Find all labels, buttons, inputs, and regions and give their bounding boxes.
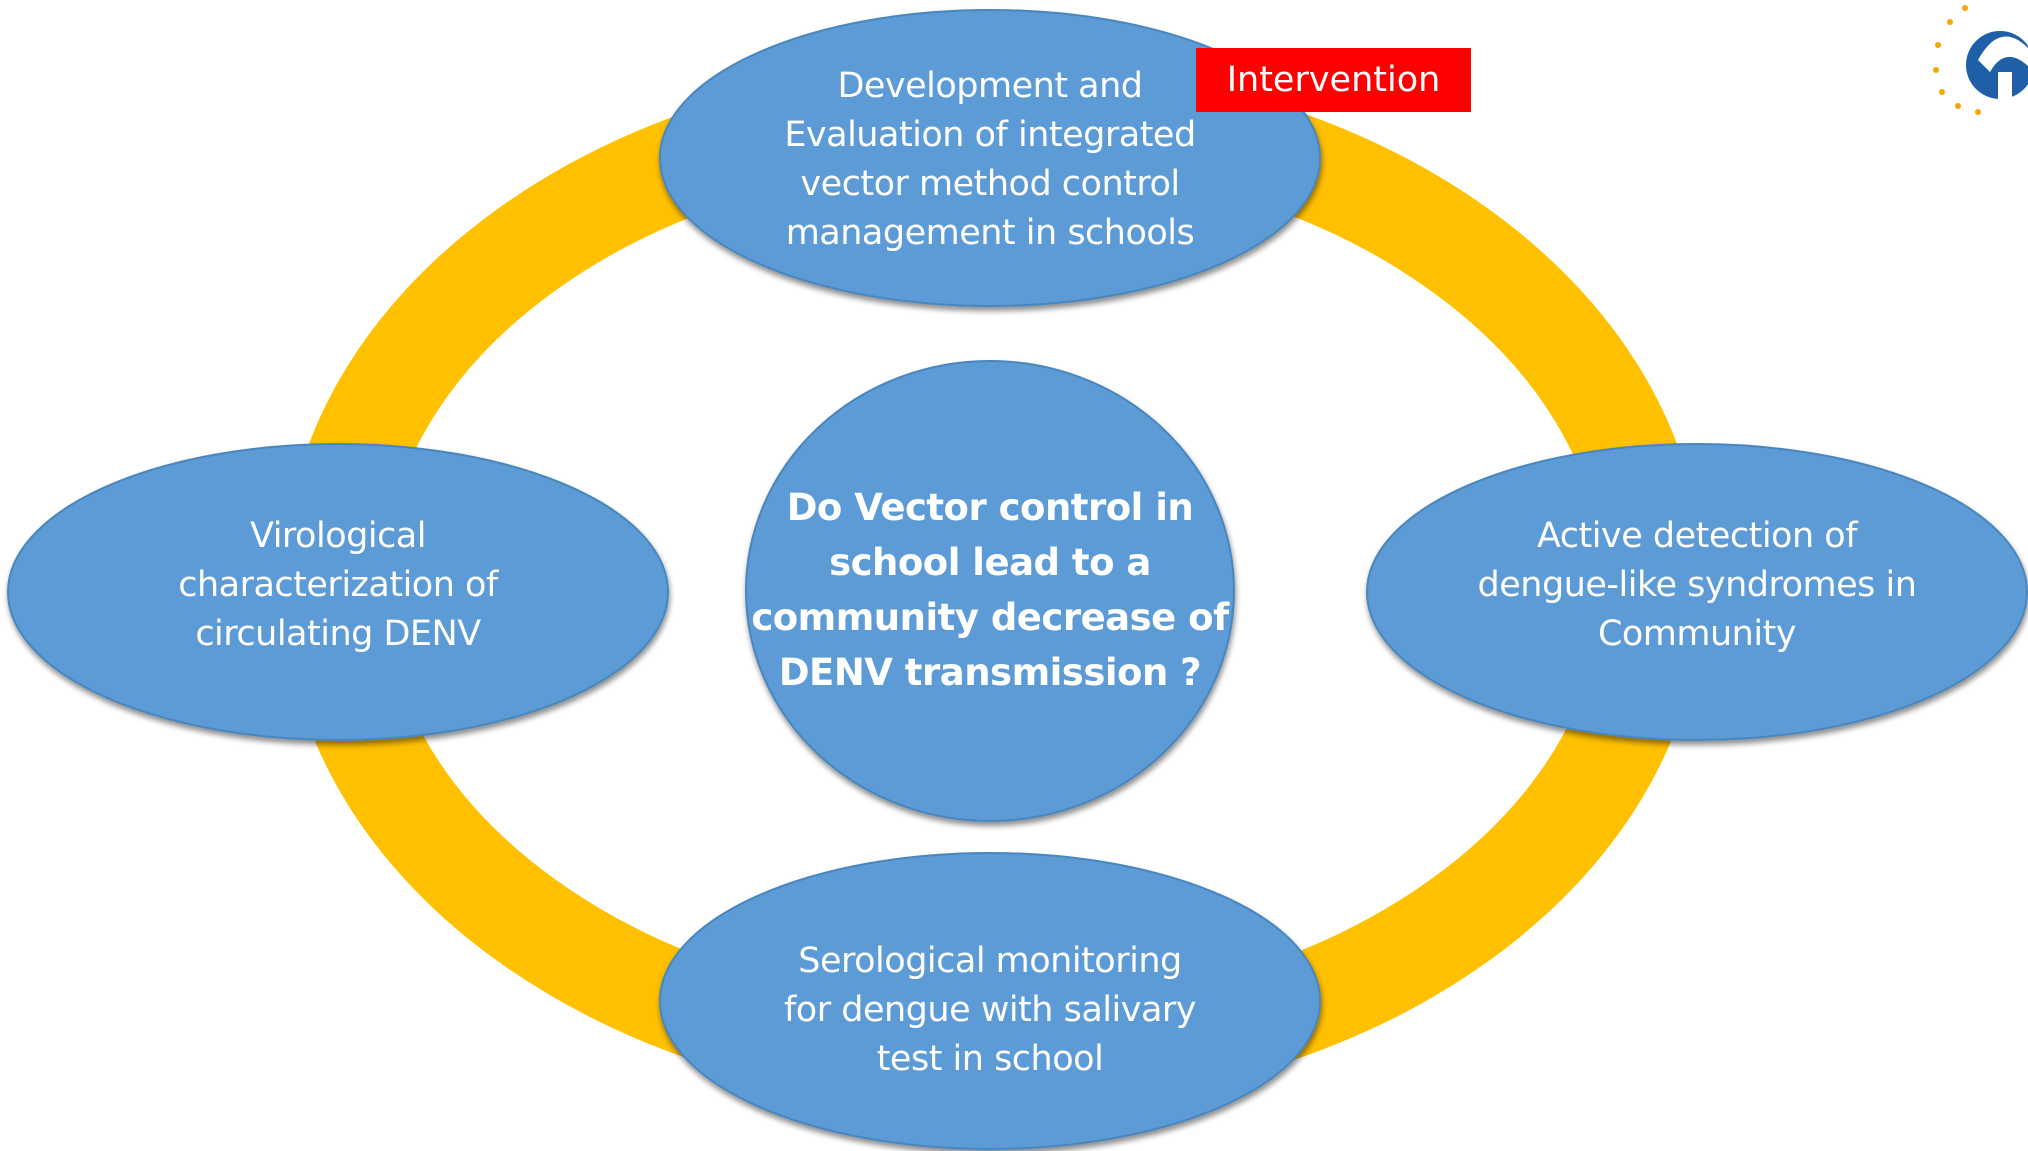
node-bottom-label: Serological monitoring for dengue with s… [783,940,1197,1079]
node-left-shape [7,443,669,741]
node-top-shape [659,9,1321,307]
node-center-shape [745,360,1235,822]
center-question: Do Vector control in school lead to a co… [751,486,1229,694]
intervention-tag: Intervention [1196,48,1471,112]
node-top-label: Development and Evaluation of integrated… [784,66,1196,253]
node-right-label: Active detection of dengue-like syndrome… [1477,515,1917,654]
institution-logo-icon [1933,5,2028,115]
node-left-label: Virological characterization of circulat… [178,515,498,654]
node-bottom-shape [659,852,1321,1150]
node-right-shape [1366,443,2028,741]
